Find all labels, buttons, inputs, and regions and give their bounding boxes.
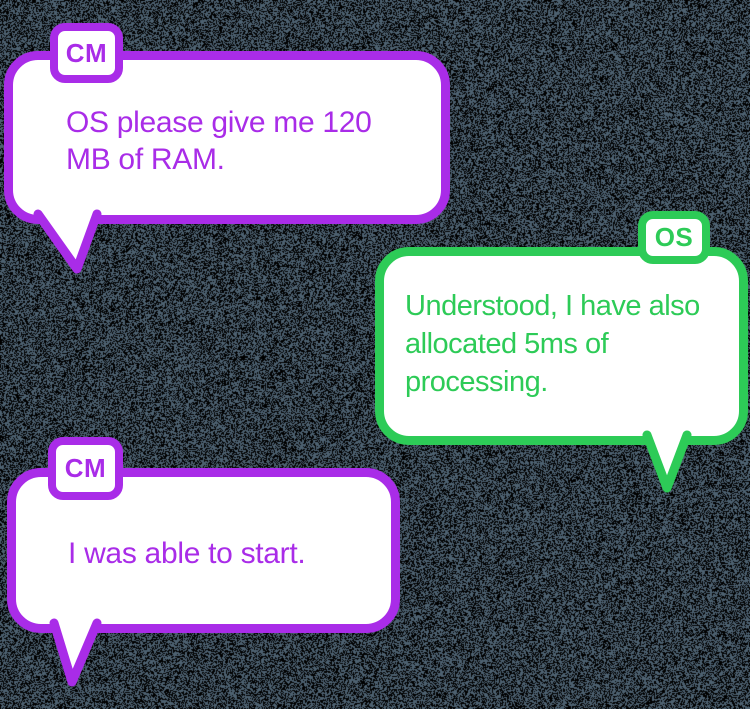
bubble-text: Understood, I have also allocated 5ms of… [384, 256, 739, 401]
bubble-tail [28, 213, 102, 275]
speaker-badge-cm: CM [50, 23, 123, 83]
speaker-badge-os: OS [638, 211, 710, 264]
chat-bubble-os-reply: Understood, I have also allocated 5ms of… [375, 247, 748, 445]
bubble-tail [46, 622, 106, 688]
bubble-tail-shape [647, 435, 687, 488]
speaker-badge-cm: CM [48, 437, 123, 500]
bubble-tail-shape [38, 214, 97, 269]
bubble-tail-shape [54, 623, 97, 682]
bubble-tail [641, 434, 693, 494]
